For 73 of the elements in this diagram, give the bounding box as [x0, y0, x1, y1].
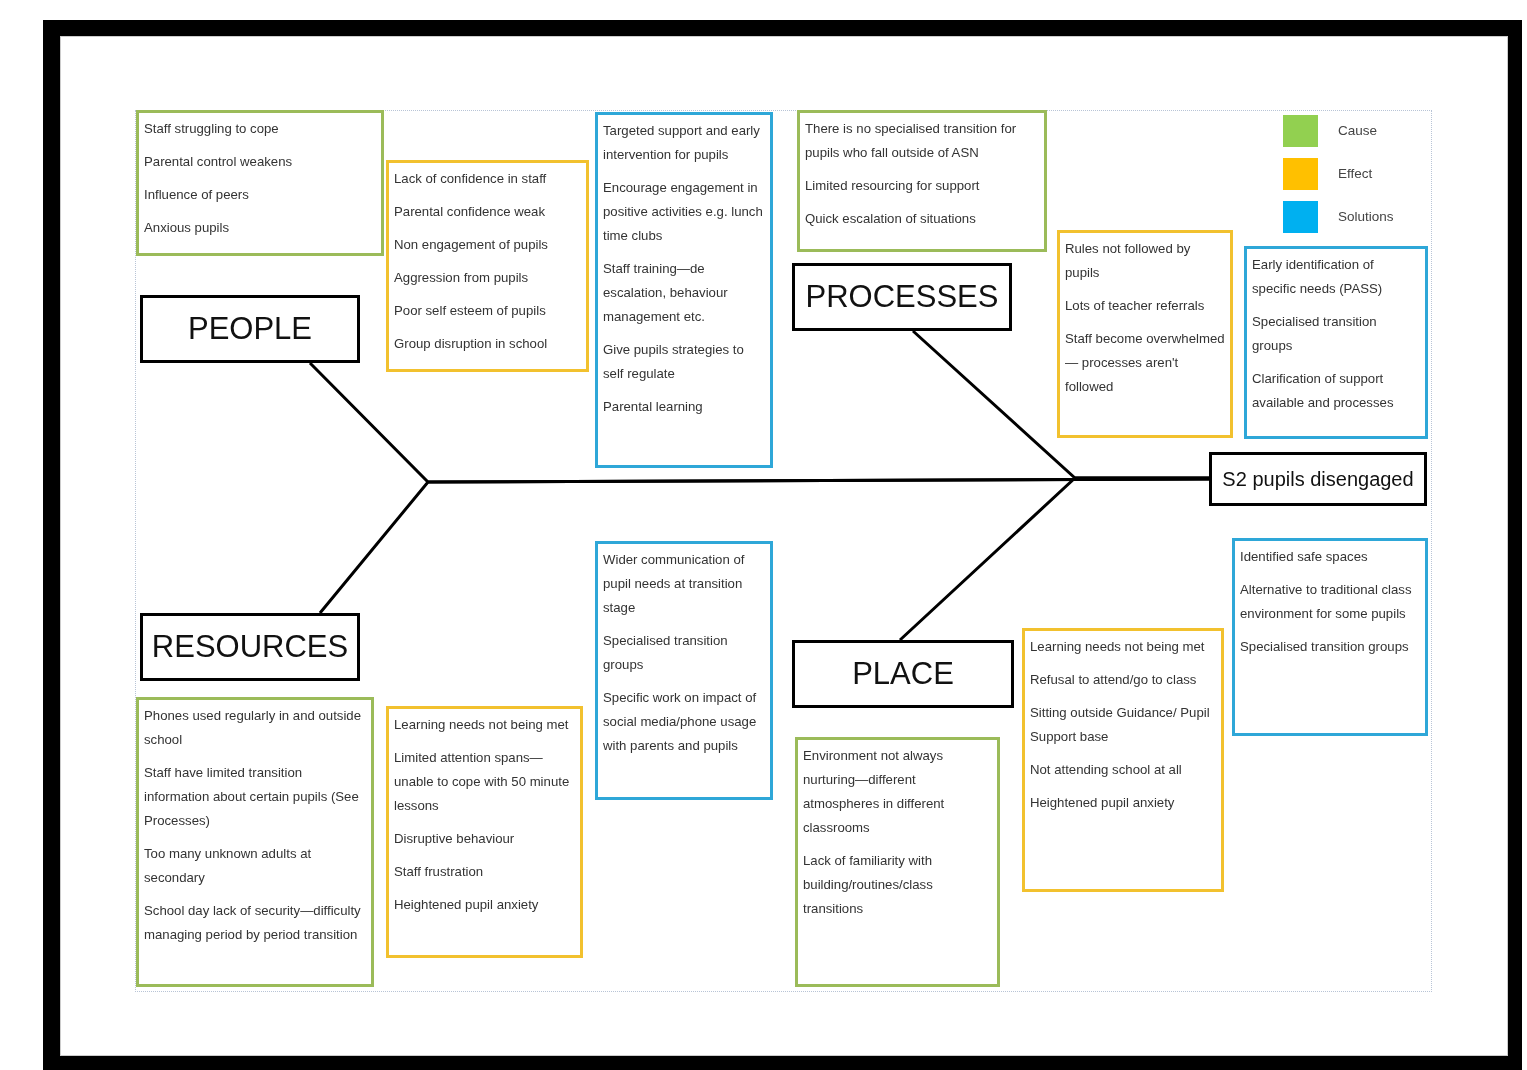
category-box [792, 263, 1012, 331]
fishbone-line [899, 476, 1209, 642]
list-item: Rules not followed by pupils [1065, 240, 1192, 282]
effect-list-box [1022, 628, 1224, 892]
list-item: Aggression from pupils [394, 269, 530, 287]
category-box [792, 640, 1014, 708]
solutions-box [1244, 246, 1428, 439]
category-box [140, 613, 360, 681]
legend-label: Solutions [1338, 209, 1394, 224]
list-item: Clarification of support available and processes [1252, 370, 1395, 412]
fishbone-line [318, 477, 1209, 614]
effect-list-box [386, 160, 589, 372]
solutions-box [595, 112, 773, 468]
list-item: Specialised transition groups [1252, 313, 1378, 355]
list-item: Non engagement of pupils [394, 236, 549, 254]
list-item: Lots of teacher referrals [1065, 297, 1206, 315]
list-item: Encourage engagement in positive activities e.g. lunch time clubs [603, 179, 764, 245]
list-item: Environment not always nurturing—different atmospheres in different classrooms [803, 747, 946, 837]
list-item: Group disruption in school [394, 335, 549, 353]
list-item: Staff struggling to cope [144, 120, 280, 138]
list-item: Staff training—de escalation, behaviour management etc. [603, 260, 729, 326]
cause-box [136, 697, 374, 987]
list-item: Give pupils strategies to self regulate [603, 341, 745, 383]
list-item: Sitting outside Guidance/ Pupil Support base [1030, 704, 1211, 746]
list-item: Refusal to attend/go to class [1030, 671, 1198, 689]
list-item: Alternative to traditional class environment for some pupils [1240, 581, 1413, 623]
list-item: Influence of peers [144, 186, 250, 204]
list-item: Anxious pupils [144, 219, 231, 237]
effect-box [1209, 452, 1427, 506]
list-item: Wider communication of pupil needs at transition stage [603, 551, 746, 617]
list-item: Too many unknown adults at secondary [144, 845, 313, 887]
list-item: Disruptive behaviour [394, 830, 516, 848]
list-item: Parental confidence weak [394, 203, 547, 221]
list-item: Limited attention spans—unable to cope with 50 minute lessons [394, 749, 571, 815]
list-item: Parental control weakens [144, 153, 294, 171]
list-item: Heightened pupil anxiety [394, 896, 540, 914]
list-item: Staff have limited transition information about certain pupils (See Processes) [144, 764, 360, 830]
list-item: Limited resourcing for support [805, 177, 981, 195]
list-item: Targeted support and early intervention for pupils [603, 122, 761, 164]
list-item: School day lack of security—difficulty managing period by period transition [144, 902, 362, 944]
list-item: Early identification of specific needs (PASS) [1252, 256, 1384, 298]
category-box [140, 295, 360, 363]
cause-box [797, 110, 1047, 252]
list-item: Poor self esteem of pupils [394, 302, 547, 320]
effect-label: S2 pupils disengaged [1222, 467, 1414, 491]
category-label: PLACE [852, 656, 954, 692]
effect-list-box [386, 706, 583, 958]
list-item: Identified safe spaces [1240, 548, 1369, 566]
category-label: PROCESSES [805, 279, 999, 315]
list-item: Staff frustration [394, 863, 485, 881]
list-item: Learning needs not being met [394, 716, 570, 734]
cause-box [136, 110, 384, 256]
solutions-box [1232, 538, 1428, 736]
list-item: Learning needs not being met [1030, 638, 1206, 656]
cause-box [795, 737, 1000, 987]
legend-label: Cause [1338, 123, 1378, 138]
list-item: Heightened pupil anxiety [1030, 794, 1176, 812]
list-item: Specialised transition groups [1240, 638, 1410, 656]
list-item: Parental learning [603, 398, 704, 416]
list-item: Lack of familiarity with building/routines/class transitions [803, 852, 934, 918]
category-label: PEOPLE [187, 311, 313, 347]
list-item: Not attending school at all [1030, 761, 1183, 779]
list-item: Staff become overwhelmed— processes aren't followed [1065, 330, 1225, 396]
list-item: There is no specialised transition for pupils who fall outside of ASN [805, 120, 1018, 162]
list-item: Specialised transition groups [603, 632, 729, 674]
list-item: Phones used regularly in and outside school [144, 707, 362, 749]
list-item: Specific work on impact of social media/phone usage with parents and pupils [603, 689, 758, 755]
category-label: RESOURCES [151, 629, 349, 665]
legend-label: Effect [1338, 166, 1373, 181]
list-item: Lack of confidence in staff [394, 170, 548, 188]
solutions-box [595, 541, 773, 800]
effect-list-box [1057, 230, 1233, 438]
list-item: Quick escalation of situations [805, 210, 977, 228]
